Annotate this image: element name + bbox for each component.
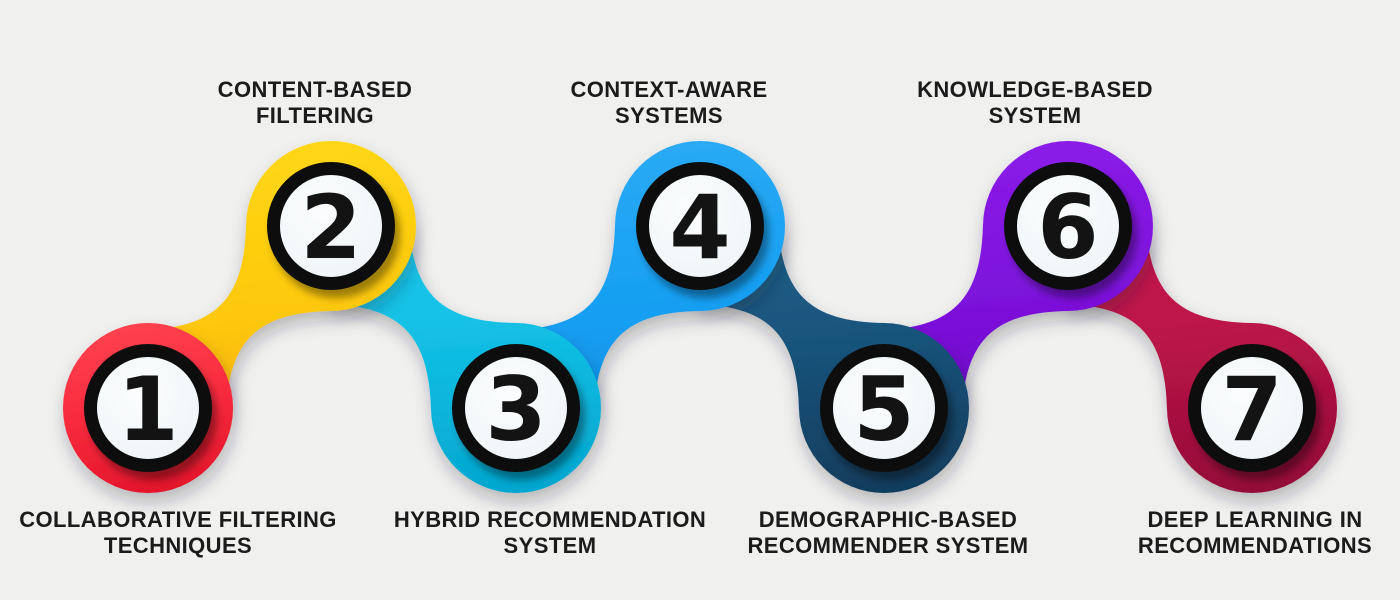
step-label-2-line1: CONTENT-BASED <box>217 77 413 102</box>
ring-5 <box>820 344 948 472</box>
ring-1 <box>84 344 212 472</box>
step-number-2: 2 <box>300 176 361 279</box>
step-label-5-line1: DEMOGRAPHIC-BASED <box>758 507 1018 532</box>
ring-4 <box>636 162 764 290</box>
step-label-7-line1: DEEP LEARNING IN <box>1147 507 1363 532</box>
step-label-7-line2: RECOMMENDATIONS <box>1137 533 1373 558</box>
step-number-1: 1 <box>117 358 178 461</box>
rings-layer: 1 2 3 4 5 6 7 <box>84 162 1316 472</box>
step-number-6: 6 <box>1037 176 1098 279</box>
step-label-2-line2: FILTERING <box>255 103 375 128</box>
step-number-3: 3 <box>485 358 546 461</box>
step-label-5-line2: RECOMMENDER SYSTEM <box>747 533 1029 558</box>
step-label-1-line1: COLLABORATIVE FILTERING <box>19 507 337 532</box>
ring-6 <box>1004 162 1132 290</box>
step-number-4: 4 <box>669 176 730 279</box>
step-number-7: 7 <box>1221 358 1282 461</box>
step-label-4-line2: SYSTEMS <box>615 103 723 128</box>
step-label-1-line2: TECHNIQUES <box>103 533 253 558</box>
step-label-4-line1: CONTEXT-AWARE <box>570 77 768 102</box>
step-label-6-line1: KNOWLEDGE-BASED <box>917 77 1153 102</box>
ring-2 <box>267 162 395 290</box>
step-number-5: 5 <box>853 358 914 461</box>
step-label-3-line2: SYSTEM <box>503 533 597 558</box>
ring-7 <box>1188 344 1316 472</box>
step-label-3-line1: HYBRID RECOMMENDATION <box>393 507 707 532</box>
ring-3 <box>452 344 580 472</box>
step-label-6-line2: SYSTEM <box>988 103 1082 128</box>
